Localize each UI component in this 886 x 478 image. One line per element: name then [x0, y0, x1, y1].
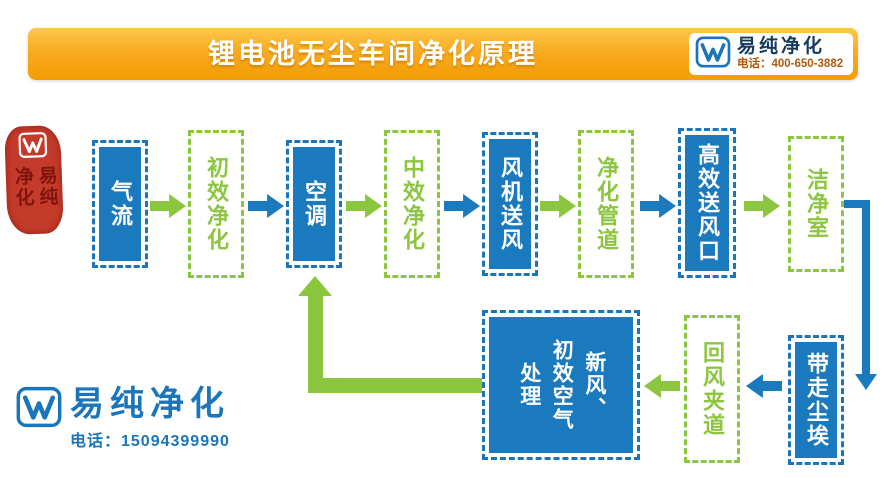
flow-box-label: 空调 — [302, 180, 328, 228]
connector-line — [862, 200, 870, 376]
arrow-right-icon — [150, 193, 186, 219]
footer-brand-name: 易纯净化 — [70, 385, 230, 423]
header-banner: 锂电池无尘车间净化原理 易纯净化 电话：400-650-3882 — [28, 28, 858, 80]
header-brand-card: 易纯净化 电话：400-650-3882 — [689, 33, 853, 75]
flow-box-cleanroom: 洁净室 — [788, 136, 844, 272]
flow-box-medium-filter: 中效净化 — [384, 130, 440, 278]
flow-box-label: 气流 — [108, 180, 134, 228]
arrow-right-icon — [248, 193, 284, 219]
return-line — [308, 294, 323, 386]
flow-box-label: 高效送风口 — [695, 143, 721, 263]
arrow-left-icon — [644, 373, 680, 399]
flow-box-air-conditioner: 空调 — [286, 140, 342, 268]
flow-box-hepa-outlet: 高效送风口 — [678, 128, 736, 278]
seal-text: 易纯 净化 — [11, 165, 58, 209]
flow-box-airflow: 气流 — [92, 140, 148, 268]
flow-box-fresh-air-treatment: 新风、 初效空气 处理 — [482, 310, 640, 460]
flow-box-purify-duct: 净化管道 — [578, 130, 634, 278]
arrow-down-icon — [855, 374, 877, 390]
footer-brand-phone: 电话：15094399990 — [70, 433, 230, 451]
red-seal-stamp: 易纯 净化 — [4, 125, 64, 235]
flow-box-primary-filter: 初效净化 — [188, 130, 244, 278]
flow-box-label: 初效净化 — [204, 156, 230, 252]
arrow-left-icon — [746, 373, 782, 399]
flow-box-label: 带走尘埃 — [804, 352, 830, 448]
flow-box-label: 新风、 初效空气 处理 — [517, 339, 606, 431]
brand-name: 易纯净化 — [737, 36, 826, 58]
brand-logo-icon — [695, 35, 731, 73]
arrow-up-icon — [298, 276, 332, 296]
flow-box-label: 净化管道 — [594, 156, 620, 252]
flow-box-label: 洁净室 — [804, 168, 830, 240]
flow-box-dust-removal: 带走尘埃 — [788, 335, 844, 465]
page-title: 锂电池无尘车间净化原理 — [208, 39, 538, 69]
flow-box-fan-supply: 风机送风 — [482, 132, 538, 276]
flow-box-label: 风机送风 — [498, 156, 524, 252]
seal-logo-icon — [17, 132, 48, 164]
brand-phone: 电话：400-650-3882 — [737, 58, 844, 71]
arrow-right-icon — [540, 193, 576, 219]
connector-line — [844, 200, 870, 208]
footer-brand: 易纯净化 电话：15094399990 — [16, 385, 230, 451]
arrow-right-icon — [640, 193, 676, 219]
return-line — [308, 378, 482, 393]
arrow-right-icon — [444, 193, 480, 219]
flow-box-return-air-duct: 回风夹道 — [684, 315, 740, 463]
flow-box-label: 中效净化 — [400, 156, 426, 252]
flow-box-label: 回风夹道 — [700, 341, 726, 437]
arrow-right-icon — [744, 193, 780, 219]
arrow-right-icon — [346, 193, 382, 219]
footer-logo-icon — [16, 386, 62, 433]
